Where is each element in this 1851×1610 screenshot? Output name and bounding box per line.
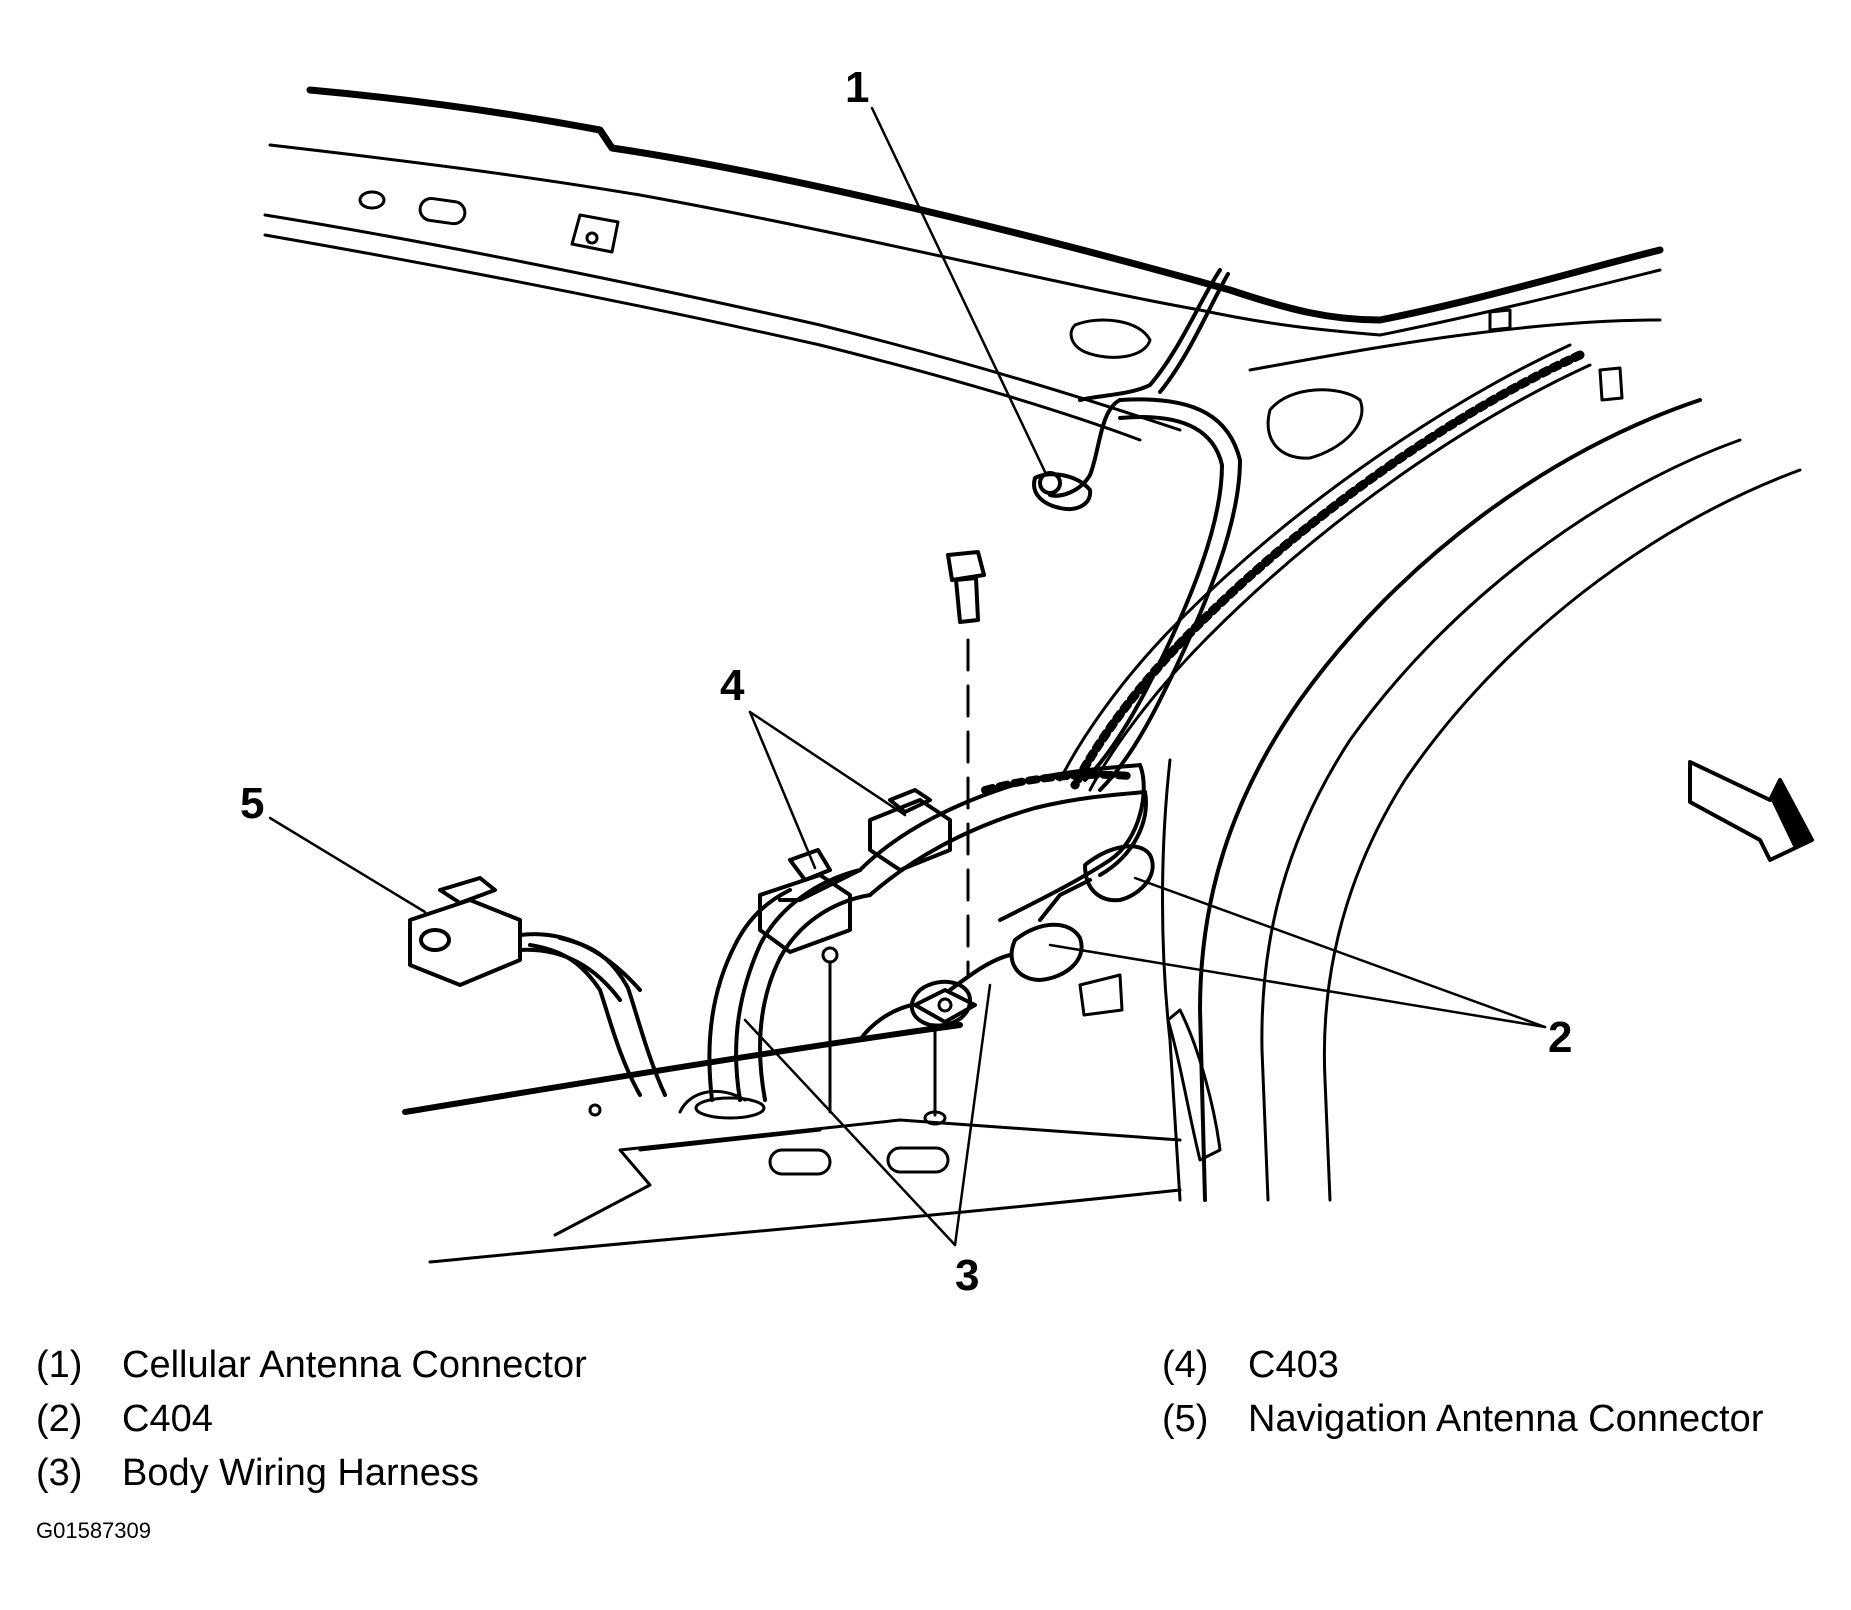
legend-label: C404	[122, 1398, 213, 1440]
callout-4: 4	[720, 661, 745, 710]
panel-holes	[358, 190, 1624, 460]
front-direction-arrow	[1688, 760, 1814, 862]
mounting-bolt	[913, 550, 986, 1126]
legend-label: C403	[1248, 1344, 1339, 1386]
legend-code: (2)	[36, 1398, 83, 1440]
legend-label: Navigation Antenna Connector	[1248, 1398, 1764, 1440]
legend-item-c404: (2) C404	[36, 1392, 587, 1446]
callout-5: 5	[240, 779, 264, 828]
legend-code: (4)	[1162, 1344, 1209, 1386]
legend-label: Cellular Antenna Connector	[122, 1344, 587, 1386]
legend-code: (1)	[36, 1344, 83, 1386]
legend-code: (3)	[36, 1452, 83, 1494]
callout-3: 3	[955, 1251, 979, 1300]
callout-1: 1	[845, 63, 869, 112]
legend-item-navigation-antenna-connector: (5) Navigation Antenna Connector	[1162, 1392, 1763, 1446]
navigation-antenna-connector	[408, 876, 642, 1002]
roof-rail-panel	[263, 86, 1664, 442]
legend-item-c403: (4) C403	[1162, 1338, 1763, 1392]
cellular-antenna-cable	[1032, 268, 1242, 792]
c404-connectors	[858, 844, 1155, 1042]
body-wiring-harness	[528, 763, 1148, 1120]
figure-id: G01587309	[36, 1518, 151, 1543]
c403-connectors	[758, 788, 952, 1114]
antenna-wiring-diagram: 1 2 3 4 5	[240, 63, 1814, 1300]
door-opening	[1161, 398, 1802, 1202]
legend-item-body-wiring-harness: (3) Body Wiring Harness	[36, 1446, 587, 1500]
leader-lines	[268, 106, 1547, 1247]
pillar-weatherstrip	[1058, 343, 1592, 792]
legend-item-cellular-antenna-connector: (1) Cellular Antenna Connector	[36, 1338, 587, 1392]
legend-left: (1) Cellular Antenna Connector (2) C404 …	[36, 1338, 587, 1500]
callout-2: 2	[1548, 1013, 1572, 1062]
legend-label: Body Wiring Harness	[122, 1452, 479, 1494]
legend-right: (4) C403 (5) Navigation Antenna Connecto…	[1162, 1338, 1763, 1446]
legend-code: (5)	[1162, 1398, 1209, 1440]
floor-panel	[402, 973, 1222, 1264]
